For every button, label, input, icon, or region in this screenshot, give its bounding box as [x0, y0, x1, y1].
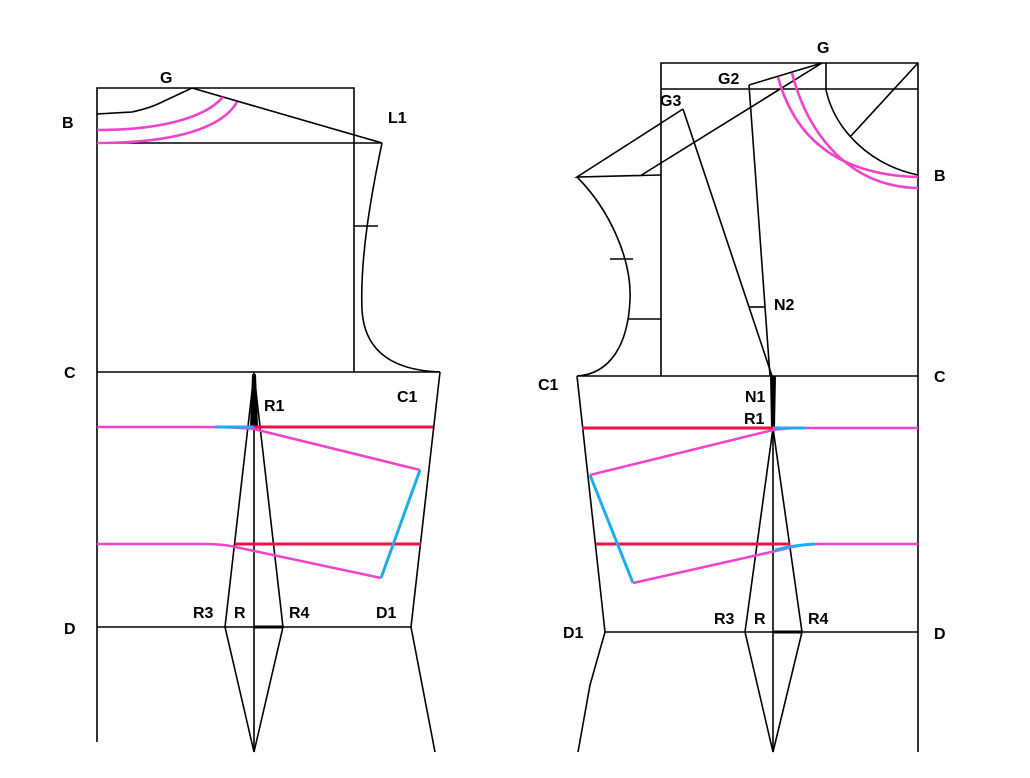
- label-g3: G3: [660, 93, 681, 110]
- front-side-seam: [576, 375, 606, 753]
- label-b-front: B: [934, 168, 946, 185]
- front-dart-point: [770, 376, 776, 428]
- front-frame: [577, 62, 919, 752]
- label-n2: N2: [774, 297, 795, 314]
- front-armhole: [576, 176, 631, 377]
- front-pocket-edge: [588, 474, 635, 584]
- dart-point: [250, 374, 258, 427]
- back-bodice-pattern: G B L1 C C1 R1 D R3 R R4 D1: [62, 70, 441, 753]
- back-frame: [96, 87, 440, 742]
- label-c1: C1: [397, 389, 418, 406]
- back-neck-facing-inner: [96, 101, 239, 145]
- label-c-front: C: [934, 369, 946, 386]
- label-d: D: [64, 621, 76, 638]
- label-r4: R4: [289, 605, 310, 622]
- front-dart-g3: [574, 62, 823, 377]
- label-g: G: [160, 70, 172, 87]
- back-shoulder-line: [191, 87, 383, 144]
- label-r: R: [234, 605, 246, 622]
- front-neck-facing-outer: [776, 76, 919, 179]
- front-yoke-line-upper: [589, 426, 918, 477]
- label-n1: N1: [745, 389, 766, 406]
- back-neck-facing-outer: [96, 96, 224, 132]
- back-side-seam: [410, 371, 441, 753]
- label-d1: D1: [376, 605, 397, 622]
- label-g-front: G: [817, 40, 829, 57]
- label-d1-front: D1: [563, 625, 584, 642]
- label-l1: L1: [388, 110, 407, 127]
- front-bodice-pattern: G G2 G3 B N2 C1 N1 R1 C D1 R3 R R4 D: [538, 40, 946, 753]
- back-neckline: [96, 87, 193, 115]
- front-dart-highlight: [773, 426, 816, 552]
- back-yoke-line-upper: [97, 425, 421, 472]
- back-armhole: [360, 142, 441, 373]
- label-r-front: R: [754, 611, 766, 628]
- label-r1-front: R1: [744, 411, 765, 428]
- front-neck-diagonal: [849, 62, 919, 138]
- label-r3: R3: [193, 605, 214, 622]
- label-c1-front: C1: [538, 377, 559, 394]
- label-d-front: D: [934, 626, 946, 643]
- label-b: B: [62, 115, 74, 132]
- front-armhole-notch: [610, 258, 661, 320]
- back-yoke-line-lower: [97, 542, 382, 580]
- label-g2: G2: [718, 71, 739, 88]
- back-pocket-edge: [379, 469, 422, 579]
- front-neckline: [825, 63, 919, 176]
- label-r4-front: R4: [808, 611, 829, 628]
- label-r3-front: R3: [714, 611, 735, 628]
- label-c: C: [64, 365, 76, 382]
- label-r1: R1: [264, 398, 285, 415]
- front-waist-dart: [744, 427, 803, 753]
- front-neck-facing-inner: [790, 72, 919, 190]
- front-shoulder-g2: [748, 62, 823, 377]
